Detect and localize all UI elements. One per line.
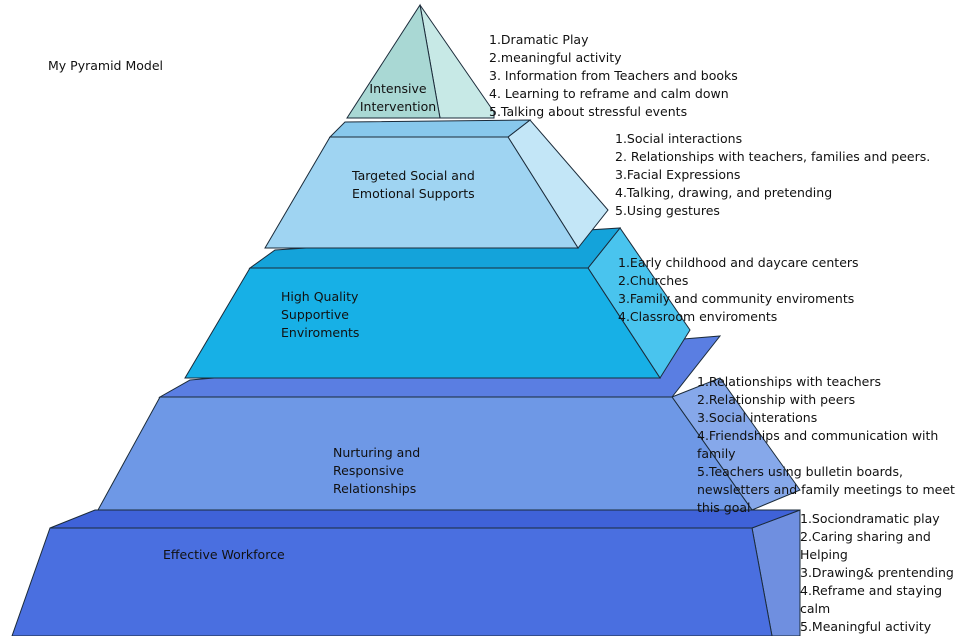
list-item: 5.Meaningful activity — [800, 619, 932, 634]
list-item: 4.Talking, drawing, and pretending — [615, 185, 833, 200]
tier-nurturing — [97, 396, 753, 511]
list-item: 4.Reframe and staying calm — [800, 583, 943, 616]
list-item: 3.Social interations — [697, 410, 818, 425]
list-item: 4.Classroom enviroments — [618, 309, 778, 324]
diagram-title: My Pyramid Model — [48, 58, 163, 73]
tier-effective-workforce-top — [49, 509, 801, 529]
tier-effective-workforce — [11, 527, 773, 636]
list-item: 5.Using gestures — [615, 203, 720, 218]
list-item: 5.Teachers using bulletin boards, newsle… — [697, 464, 955, 515]
tier-label-intensive: Intensive Intervention — [359, 81, 437, 114]
tier-supportive — [184, 267, 661, 379]
list-item: 1.Dramatic Play — [489, 32, 589, 47]
list-item: 2.Relationship with peers — [697, 392, 856, 407]
tier-label-supportive: High Quality Supportive Enviroments — [281, 289, 360, 340]
list-item: 1.Early childhood and daycare centers — [618, 255, 859, 270]
tier-label-effective-workforce: Effective Workforce — [163, 547, 285, 562]
list-item: 2.Caring sharing and Helping — [800, 529, 931, 562]
list-effective-workforce: 1.Sociondramatic play 2.Caring sharing a… — [800, 510, 960, 636]
list-item: 3.Facial Expressions — [615, 167, 741, 182]
list-item: 1.Relationships with teachers — [697, 374, 882, 389]
list-item: 3.Drawing& prentending — [800, 565, 954, 580]
tier-label-nurturing: Nurturing and Responsive Relationships — [333, 445, 421, 496]
list-intensive: 1.Dramatic Play 2.meaningful activity 3.… — [489, 31, 749, 121]
tier-label-targeted: Targeted Social and Emotional Supports — [352, 168, 475, 201]
list-item: 4. Learning to reframe and calm down — [489, 86, 729, 101]
list-item: 5.Talking about stressful events — [489, 104, 688, 119]
list-item: 2.Churches — [618, 273, 689, 288]
list-item: 2. Relationships with teachers, families… — [615, 149, 931, 164]
list-nurturing: 1.Relationships with teachers 2.Relation… — [697, 373, 959, 517]
list-item: 2.meaningful activity — [489, 50, 622, 65]
list-item: 1.Sociondramatic play — [800, 511, 940, 526]
list-targeted: 1.Social interactions 2. Relationships w… — [615, 130, 955, 220]
list-item: 4.Friendships and communication with fam… — [697, 428, 939, 461]
list-supportive: 1.Early childhood and daycare centers 2.… — [618, 254, 918, 326]
list-item: 1.Social interactions — [615, 131, 743, 146]
list-item: 3.Family and community enviroments — [618, 291, 855, 306]
list-item: 3. Information from Teachers and books — [489, 68, 738, 83]
tier-targeted-top — [328, 119, 532, 138]
tier-targeted — [264, 136, 579, 249]
tier-intensive — [346, 3, 441, 119]
